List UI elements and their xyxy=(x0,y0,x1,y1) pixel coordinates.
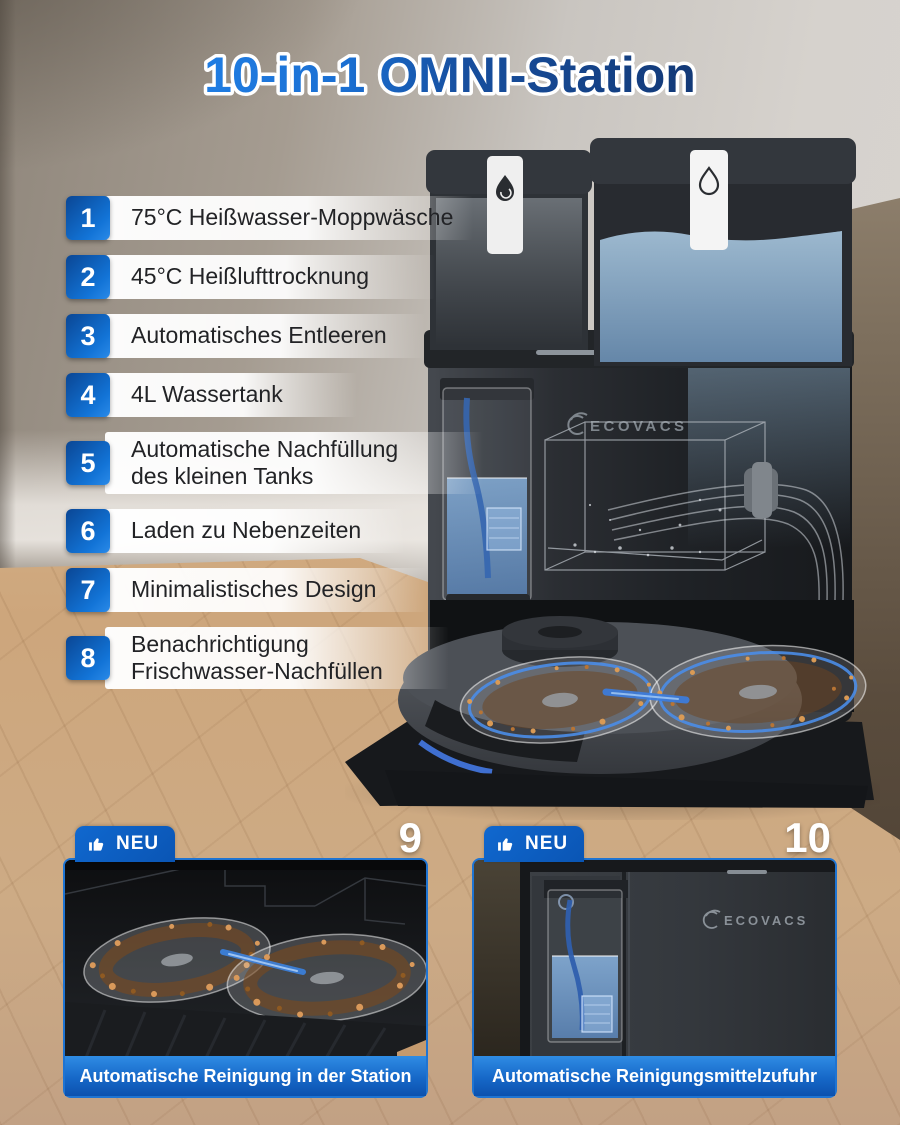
feature-row-5: 5 Automatische Nachfüllung des kleinen T… xyxy=(66,432,483,494)
clean-tank-handle xyxy=(690,150,728,250)
panel-caption-bar: Automatische Reinigung in der Station xyxy=(65,1056,426,1096)
mop-pad-right xyxy=(649,644,867,740)
tube-filter xyxy=(486,507,522,551)
feature-number-badge: 1 xyxy=(66,196,110,240)
detergent-water xyxy=(552,956,618,1038)
feature-number-badge: 7 xyxy=(66,568,110,612)
ecovacs-logo: ECOVACS xyxy=(702,909,808,929)
neu-label: NEU xyxy=(525,833,569,854)
panel-caption-bar: Automatische Reinigungsmittelzufuhr xyxy=(474,1056,835,1096)
mop-pad-left xyxy=(459,656,661,744)
hose-connector xyxy=(744,462,778,518)
thumbs-up-icon xyxy=(498,838,513,851)
station-indicator-dash xyxy=(727,870,767,874)
feature-text: 4L Wassertank xyxy=(131,381,283,408)
page-title: 10-in-1 OMNI-Station xyxy=(201,44,700,107)
feature-text: 75°C Heißwasser-Moppwäsche xyxy=(131,204,454,231)
shelf-indicator xyxy=(536,350,600,355)
feature-text: Laden zu Nebenzeiten xyxy=(131,517,362,544)
feature-text: Automatische Nachfüllung des kleinen Tan… xyxy=(131,435,399,489)
neu-badge: NEU xyxy=(75,826,176,862)
feature-number-badge: 3 xyxy=(66,314,110,358)
ramp-ridges xyxy=(83,1009,387,1060)
ecovacs-logo-text: ECOVACS xyxy=(590,418,688,435)
mat-front-lip xyxy=(385,770,868,808)
feature-text: Benachrichtigung Frischwasser-Nachfüllen xyxy=(131,630,383,684)
clean-tank-water xyxy=(600,231,842,362)
title-text: 10-in-1 OMNI-Station xyxy=(204,47,696,103)
background-wall-strip xyxy=(474,860,520,1060)
feature-number-badge: 8 xyxy=(66,636,110,680)
feature-number-badge: 5 xyxy=(66,441,110,485)
caption-text: Automatische Reinigungsmittelzufuhr xyxy=(491,1065,817,1086)
robot-bumper-strip xyxy=(418,739,493,775)
robot-front-band xyxy=(425,700,585,762)
neu-badge: NEU xyxy=(484,826,585,862)
feature-number-badge: 4 xyxy=(66,373,110,417)
panel-number: 9 xyxy=(398,814,422,861)
neu-label: NEU xyxy=(116,833,160,854)
panel-detergent-supply: NEU 10 xyxy=(472,814,837,1098)
detergent-tank xyxy=(544,880,628,1043)
omni-station-illustration: ECOVACS xyxy=(345,138,880,820)
feature-row-6: 6 Laden zu Nebenzeiten xyxy=(66,509,483,553)
panel-station-cleaning: NEU 9 xyxy=(63,814,428,1098)
feature-text: 45°C Heißlufttrocknung xyxy=(131,263,370,290)
feature-text: Minimalistisches Design xyxy=(131,576,377,603)
feature-row-7: 7 Minimalistisches Design xyxy=(66,568,483,612)
dirty-tank-handle xyxy=(487,156,523,254)
feature-row-2: 2 45°C Heißlufttrocknung xyxy=(66,255,483,299)
floor-sliver xyxy=(397,1040,426,1060)
feature-number-badge: 2 xyxy=(66,255,110,299)
washing-pad-left xyxy=(83,917,271,1003)
lidar-turret xyxy=(502,616,618,667)
feature-row-8: 8 Benachrichtigung Frischwasser-Nachfüll… xyxy=(66,627,483,689)
panel-number: 10 xyxy=(784,814,831,861)
feature-row-3: 3 Automatisches Entleeren xyxy=(66,314,483,358)
feature-text: Automatisches Entleeren xyxy=(131,322,387,349)
feature-list: 1 75°C Heißwasser-Moppwäsche 2 45°C Heiß… xyxy=(66,196,483,689)
water-drop-outline-icon xyxy=(698,166,720,196)
pad-washing-art xyxy=(65,860,426,1060)
thumbs-up-icon xyxy=(89,838,104,851)
feature-number-badge: 6 xyxy=(66,509,110,553)
ramp xyxy=(65,1002,426,1060)
washing-pad-right xyxy=(226,933,426,1023)
detergent-supply-art: ECOVACS xyxy=(474,860,835,1060)
caption-text: Automatische Reinigung in der Station xyxy=(79,1065,412,1086)
feature-row-1: 1 75°C Heißwasser-Moppwäsche xyxy=(66,196,483,240)
water-glow xyxy=(688,368,850,548)
feature-row-4: 4 4L Wassertank xyxy=(66,373,483,417)
ecovacs-logo-text: ECOVACS xyxy=(724,913,808,928)
airflow-lines xyxy=(607,483,844,691)
robot-vacuum xyxy=(398,616,867,775)
